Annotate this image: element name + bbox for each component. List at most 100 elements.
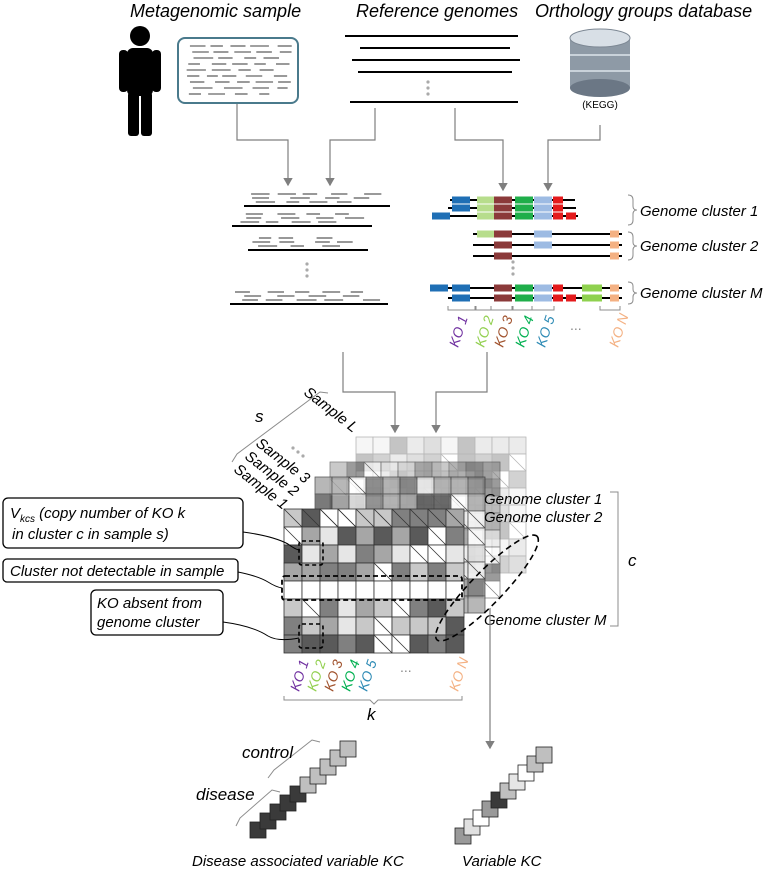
gene-block — [515, 196, 533, 204]
tensor-cell — [355, 526, 375, 546]
gene-block — [534, 204, 552, 212]
tensor-cell — [283, 580, 303, 600]
tensor-cell — [346, 461, 365, 480]
tensor-cell — [409, 634, 429, 654]
gene-block — [610, 230, 619, 238]
tensor-cell — [397, 461, 416, 480]
tensor-cell — [355, 562, 375, 582]
absent-diagonal — [363, 461, 382, 480]
absent-diagonal — [467, 561, 486, 580]
absent-diagonal — [348, 476, 367, 495]
tensor-cell — [467, 595, 486, 614]
tensor-cell — [372, 436, 391, 455]
kc-square — [535, 746, 553, 764]
tensor-cell — [409, 598, 429, 618]
tensor-cell — [465, 461, 484, 480]
disease-label: disease — [196, 785, 255, 804]
database-icon — [569, 28, 631, 97]
gene-block — [553, 204, 563, 212]
metagenomic-sample-box — [177, 37, 299, 104]
tensor-cell — [365, 493, 384, 512]
tensor-cell — [319, 580, 339, 600]
tensor-cell — [319, 634, 339, 654]
disease-associated-kc-stack — [249, 740, 357, 839]
tensor-cell — [337, 562, 357, 582]
c-dimension-brace — [610, 491, 619, 627]
tensor-cell — [508, 436, 527, 455]
absent-diagonal — [391, 634, 411, 654]
vkcs-leader-line — [242, 531, 301, 551]
tensor-cell — [331, 493, 350, 512]
absent-diagonal — [301, 598, 321, 618]
cluster-braces — [627, 194, 638, 305]
tensor-cell — [427, 634, 447, 654]
reference-genome-lines — [345, 35, 520, 103]
gene-block — [494, 252, 512, 260]
reference-ellipsis-dots — [426, 80, 430, 96]
header-metagenomic-sample: Metagenomic sample — [130, 1, 301, 21]
tensor-cell — [319, 562, 339, 582]
tensor-cell — [331, 476, 350, 495]
genome-ellipsis-dots — [511, 260, 515, 276]
tensor-cell — [283, 634, 303, 654]
tensor-cell — [355, 580, 375, 600]
control-brace — [267, 739, 321, 779]
tensor-cell — [508, 453, 527, 472]
absent-callout: KO absent from genome cluster — [90, 589, 224, 636]
gene-block — [494, 204, 512, 212]
tensor-cell — [450, 476, 469, 495]
tensor-cell — [416, 493, 435, 512]
tensor-cell — [301, 544, 321, 564]
absent-diagonal — [283, 508, 303, 528]
genome-gene-tracks — [430, 196, 622, 302]
tensor-cell — [508, 521, 527, 540]
tensor-cluster-1-label: Genome cluster 1 — [484, 491, 602, 508]
ko-brackets-top — [447, 306, 621, 311]
tensor-cluster-2-label: Genome cluster 2 — [484, 509, 603, 526]
tensor-cell — [355, 436, 374, 455]
gene-block — [432, 212, 450, 220]
absent-diagonal — [373, 634, 393, 654]
svg-text:Vkcs (copy number of KO k: Vkcs (copy number of KO k — [10, 505, 187, 525]
mapped-reads — [230, 193, 390, 305]
absent-diagonal — [508, 453, 527, 472]
tensor-cell — [467, 544, 486, 563]
gene-block — [494, 196, 512, 204]
genome-cluster-m-label: Genome cluster M — [640, 285, 763, 302]
ko-ellipsis-top: ... — [570, 317, 582, 333]
tensor-cell — [380, 461, 399, 480]
gene-block — [494, 230, 512, 238]
header-reference-genomes: Reference genomes — [356, 1, 518, 21]
tensor-cell — [448, 461, 467, 480]
tensor-cell — [373, 598, 393, 618]
gene-block — [553, 212, 563, 220]
absent-diagonal — [467, 527, 486, 546]
tensor-cell — [283, 598, 303, 618]
absent-cell-highlight — [298, 623, 324, 649]
tensor-cell — [445, 634, 465, 654]
s-dimension-brace — [231, 391, 329, 463]
absent-line-1: KO absent from — [97, 595, 202, 612]
gene-block — [566, 294, 576, 302]
disease-brace — [235, 789, 281, 827]
absent-diagonal — [467, 510, 486, 529]
gene-block — [477, 212, 495, 220]
tensor-cell — [283, 562, 303, 582]
tensor-cell — [319, 598, 339, 618]
tensor-cell — [337, 634, 357, 654]
tensor-cell — [391, 544, 411, 564]
tensor-cell — [482, 529, 501, 548]
tensor-cell — [301, 526, 321, 546]
tensor-cell — [399, 493, 418, 512]
gene-block — [515, 284, 533, 292]
s-dimension-label: s — [255, 407, 264, 426]
tensor-cell — [301, 616, 321, 636]
absent-diagonal — [391, 598, 411, 618]
tensor-cell — [314, 493, 333, 512]
tensor-cell — [355, 634, 375, 654]
gene-block — [430, 284, 448, 292]
vkcs-symbol: V — [10, 505, 22, 522]
tensor-cell — [427, 598, 447, 618]
vkcs-line-2: in cluster c in sample s) — [12, 526, 169, 543]
absent-diagonal — [508, 521, 527, 540]
